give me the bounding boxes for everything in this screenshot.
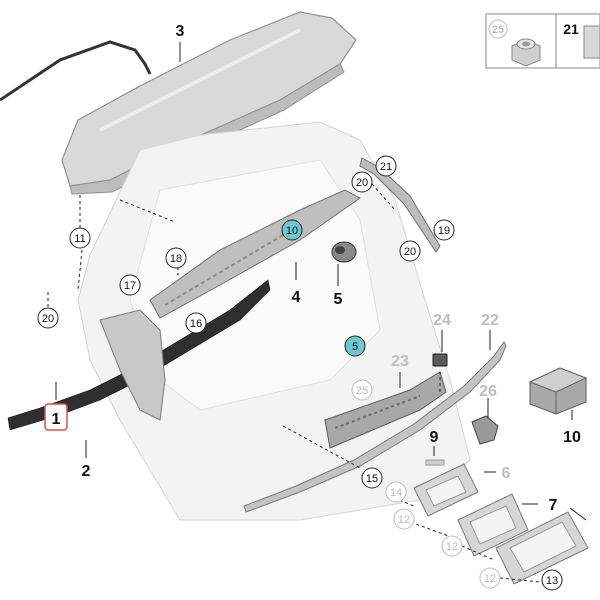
callout-5-highlight[interactable]: 5: [344, 335, 366, 357]
clip-part[interactable]: [471, 415, 499, 445]
callouts: 11 17 18 20 16 10 21 20: [37, 155, 563, 591]
inset-box: 25 21: [485, 13, 600, 69]
label-26[interactable]: 26: [479, 383, 497, 400]
callout-12-c[interactable]: 12: [479, 567, 501, 589]
buffer-part[interactable]: [331, 241, 357, 263]
callout-14[interactable]: 14: [385, 481, 407, 503]
svg-text:20: 20: [42, 313, 54, 325]
callout-20-right[interactable]: 20: [399, 240, 421, 262]
svg-text:18: 18: [170, 253, 182, 265]
callout-10-highlight[interactable]: 10: [281, 219, 303, 241]
window-seal-strip[interactable]: [0, 40, 152, 102]
inset-callout-25[interactable]: [488, 19, 508, 39]
callout-20-top[interactable]: 20: [351, 171, 373, 193]
callout-12-b[interactable]: 12: [441, 535, 463, 557]
svg-text:19: 19: [438, 225, 450, 237]
svg-text:20: 20: [356, 177, 368, 189]
lower-trim-strip[interactable]: [243, 341, 507, 513]
svg-text:11: 11: [74, 233, 85, 245]
clip-part-icon: [583, 25, 600, 59]
right-trim-strip[interactable]: [359, 157, 441, 253]
svg-text:25: 25: [356, 385, 368, 397]
callout-16[interactable]: 16: [185, 312, 207, 334]
camera-part[interactable]: [432, 353, 448, 367]
svg-text:12: 12: [484, 573, 496, 585]
hex-nut-icon: [511, 38, 541, 67]
inset-label-25: 25: [492, 24, 504, 36]
label-3[interactable]: 3: [176, 23, 185, 40]
trim-strip-lower[interactable]: [7, 279, 271, 431]
side-cover-left[interactable]: [99, 309, 166, 421]
label-9[interactable]: 9: [430, 429, 439, 446]
callout-12-a[interactable]: 12: [393, 508, 415, 530]
callout-18[interactable]: 18: [165, 247, 187, 269]
callout-15[interactable]: 15: [361, 467, 383, 489]
svg-text:15: 15: [366, 473, 378, 485]
label-10[interactable]: 10: [563, 429, 581, 446]
svg-text:14: 14: [390, 487, 402, 499]
svg-text:5: 5: [352, 341, 358, 353]
label-5[interactable]: 5: [334, 291, 343, 308]
svg-text:17: 17: [124, 280, 136, 292]
callout-20-left[interactable]: 20: [37, 307, 59, 329]
callout-21[interactable]: 21: [375, 155, 397, 177]
callout-17[interactable]: 17: [119, 274, 141, 296]
callout-11[interactable]: 11: [69, 227, 91, 249]
svg-text:12: 12: [398, 514, 410, 526]
part-labels: 3 4 5 2 9 10 7 6 24 22 23 26 1: [44, 23, 581, 514]
label-6[interactable]: 6: [502, 465, 511, 482]
plate-bracket-6[interactable]: [413, 463, 479, 517]
solid-leaders: [55, 42, 587, 521]
callout-19[interactable]: 19: [433, 219, 455, 241]
handle-module[interactable]: [324, 371, 447, 449]
svg-text:12: 12: [446, 541, 458, 553]
svg-text:20: 20: [404, 246, 416, 258]
selected-part-box[interactable]: [44, 403, 68, 431]
small-bar-part[interactable]: [425, 459, 445, 466]
inner-reinforcement[interactable]: [149, 189, 361, 319]
plate-bracket-8[interactable]: [495, 511, 589, 585]
label-1[interactable]: 1: [52, 411, 61, 428]
label-23[interactable]: 23: [391, 353, 409, 370]
plate-bracket-7[interactable]: [457, 493, 529, 557]
foam-block-part[interactable]: [528, 367, 588, 415]
svg-text:13: 13: [546, 575, 558, 587]
inset-label-21: 21: [563, 21, 579, 37]
label-7[interactable]: 7: [549, 497, 558, 514]
svg-text:21: 21: [380, 161, 392, 173]
svg-text:10: 10: [286, 225, 298, 237]
label-22[interactable]: 22: [481, 312, 499, 329]
callout-13[interactable]: 13: [541, 569, 563, 591]
svg-text:16: 16: [190, 318, 202, 330]
label-24[interactable]: 24: [433, 312, 451, 329]
label-4[interactable]: 4: [292, 289, 301, 306]
label-2[interactable]: 2: [82, 463, 91, 480]
callout-25[interactable]: 25: [351, 379, 373, 401]
